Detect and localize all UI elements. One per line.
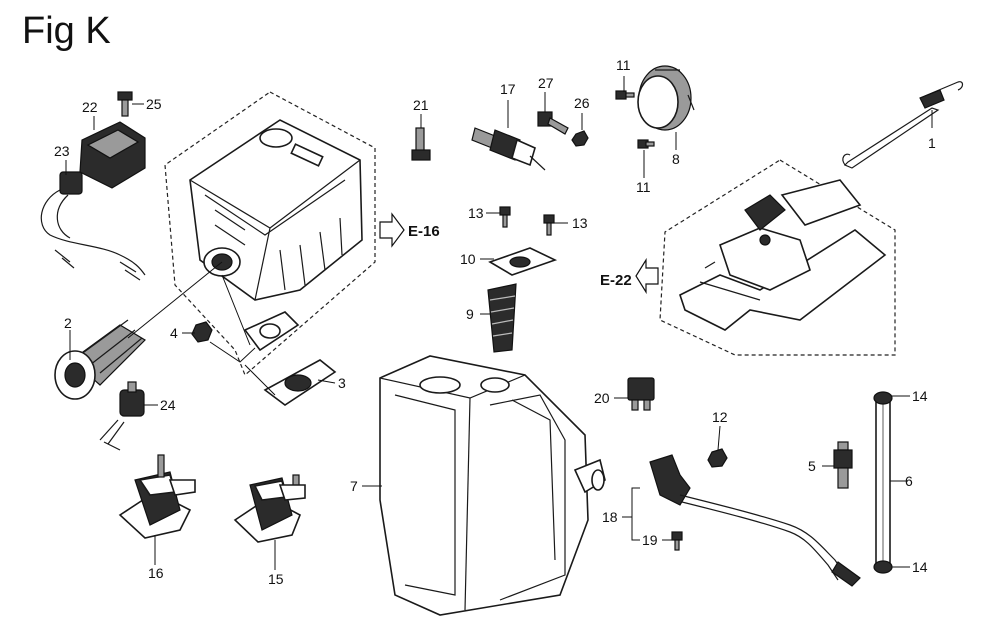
bolt-part-21 [411,127,431,161]
callout-5: 5 [808,458,816,474]
callout-26: 26 [574,95,590,111]
sensor-cable-part-18 [649,454,861,587]
callout-2: 2 [64,315,72,331]
callout-25: 25 [146,96,162,112]
callout-14-top: 14 [912,388,928,404]
e22-label: E-22 [600,272,632,289]
callout-19: 19 [642,532,658,548]
callout-20: 20 [594,390,610,406]
callout-13-left: 13 [468,205,484,221]
nut-part-4 [191,321,213,343]
bolt-part-27 [537,111,569,135]
callout-18: 18 [602,509,618,525]
callout-23: 23 [54,143,70,159]
governor-bracket-part [679,179,887,331]
callout-9: 9 [466,306,474,322]
figure-title: Fig K [22,10,111,52]
callout-17: 17 [500,81,516,97]
switch-part-24 [99,381,145,451]
bolt-part-13-left [499,206,511,228]
gasket-pieces-3 [243,311,337,406]
callout-6: 6 [905,473,913,489]
callout-7: 7 [350,478,358,494]
fuel-tank-part [189,119,363,301]
leader-lines [65,76,933,570]
screw-part-19 [671,531,683,551]
relay-part-20 [627,377,655,411]
tube-part-6 [875,399,891,566]
e16-label: E-16 [408,223,440,240]
bracket-reference-box [659,159,896,356]
valve-part-5 [833,441,853,489]
callout-12: 12 [712,409,728,425]
cover-part-8 [637,65,695,131]
e22-reference-arrow: E-22 [600,257,659,295]
muffler-part-7 [379,355,606,616]
callout-11-lower: 11 [636,179,651,195]
gasket-part-10 [488,247,558,276]
callout-1: 1 [928,135,936,151]
washer-part-12 [707,448,728,468]
rectifier-part-22 [40,121,146,281]
callout-3: 3 [338,375,346,391]
mount-part-16 [118,454,196,539]
mount-part-15 [233,474,306,543]
callout-13-right: 13 [572,215,588,231]
bolt-part-13-right [543,214,555,236]
clamp-part-14-bottom [873,560,893,574]
callout-24: 24 [160,397,176,413]
strainer-part-9 [487,283,517,353]
callout-8: 8 [672,151,680,167]
callout-16: 16 [148,565,164,581]
callout-27: 27 [538,75,554,91]
filter-sleeve-part-2 [54,319,146,400]
screw-part-11-lower [637,139,655,149]
callout-10: 10 [460,251,476,267]
washer-part-26 [571,130,589,147]
clamp-part-14-top [873,391,893,405]
callout-21: 21 [413,97,429,113]
spark-plug-part-17 [471,127,546,171]
callout-numbers: 1 2 3 4 5 6 7 8 9 10 11 11 12 13 13 14 1… [54,57,936,587]
callout-11-upper: 11 [616,57,631,73]
callout-22: 22 [82,99,98,115]
callout-15: 15 [268,571,284,587]
e16-reference-arrow: E-16 [379,212,440,248]
screw-part-11-upper [615,90,635,100]
callout-14-bottom: 14 [912,559,928,575]
spring-rod-part-1 [842,81,964,169]
callout-4: 4 [170,325,178,341]
bolt-part-25 [117,91,133,117]
